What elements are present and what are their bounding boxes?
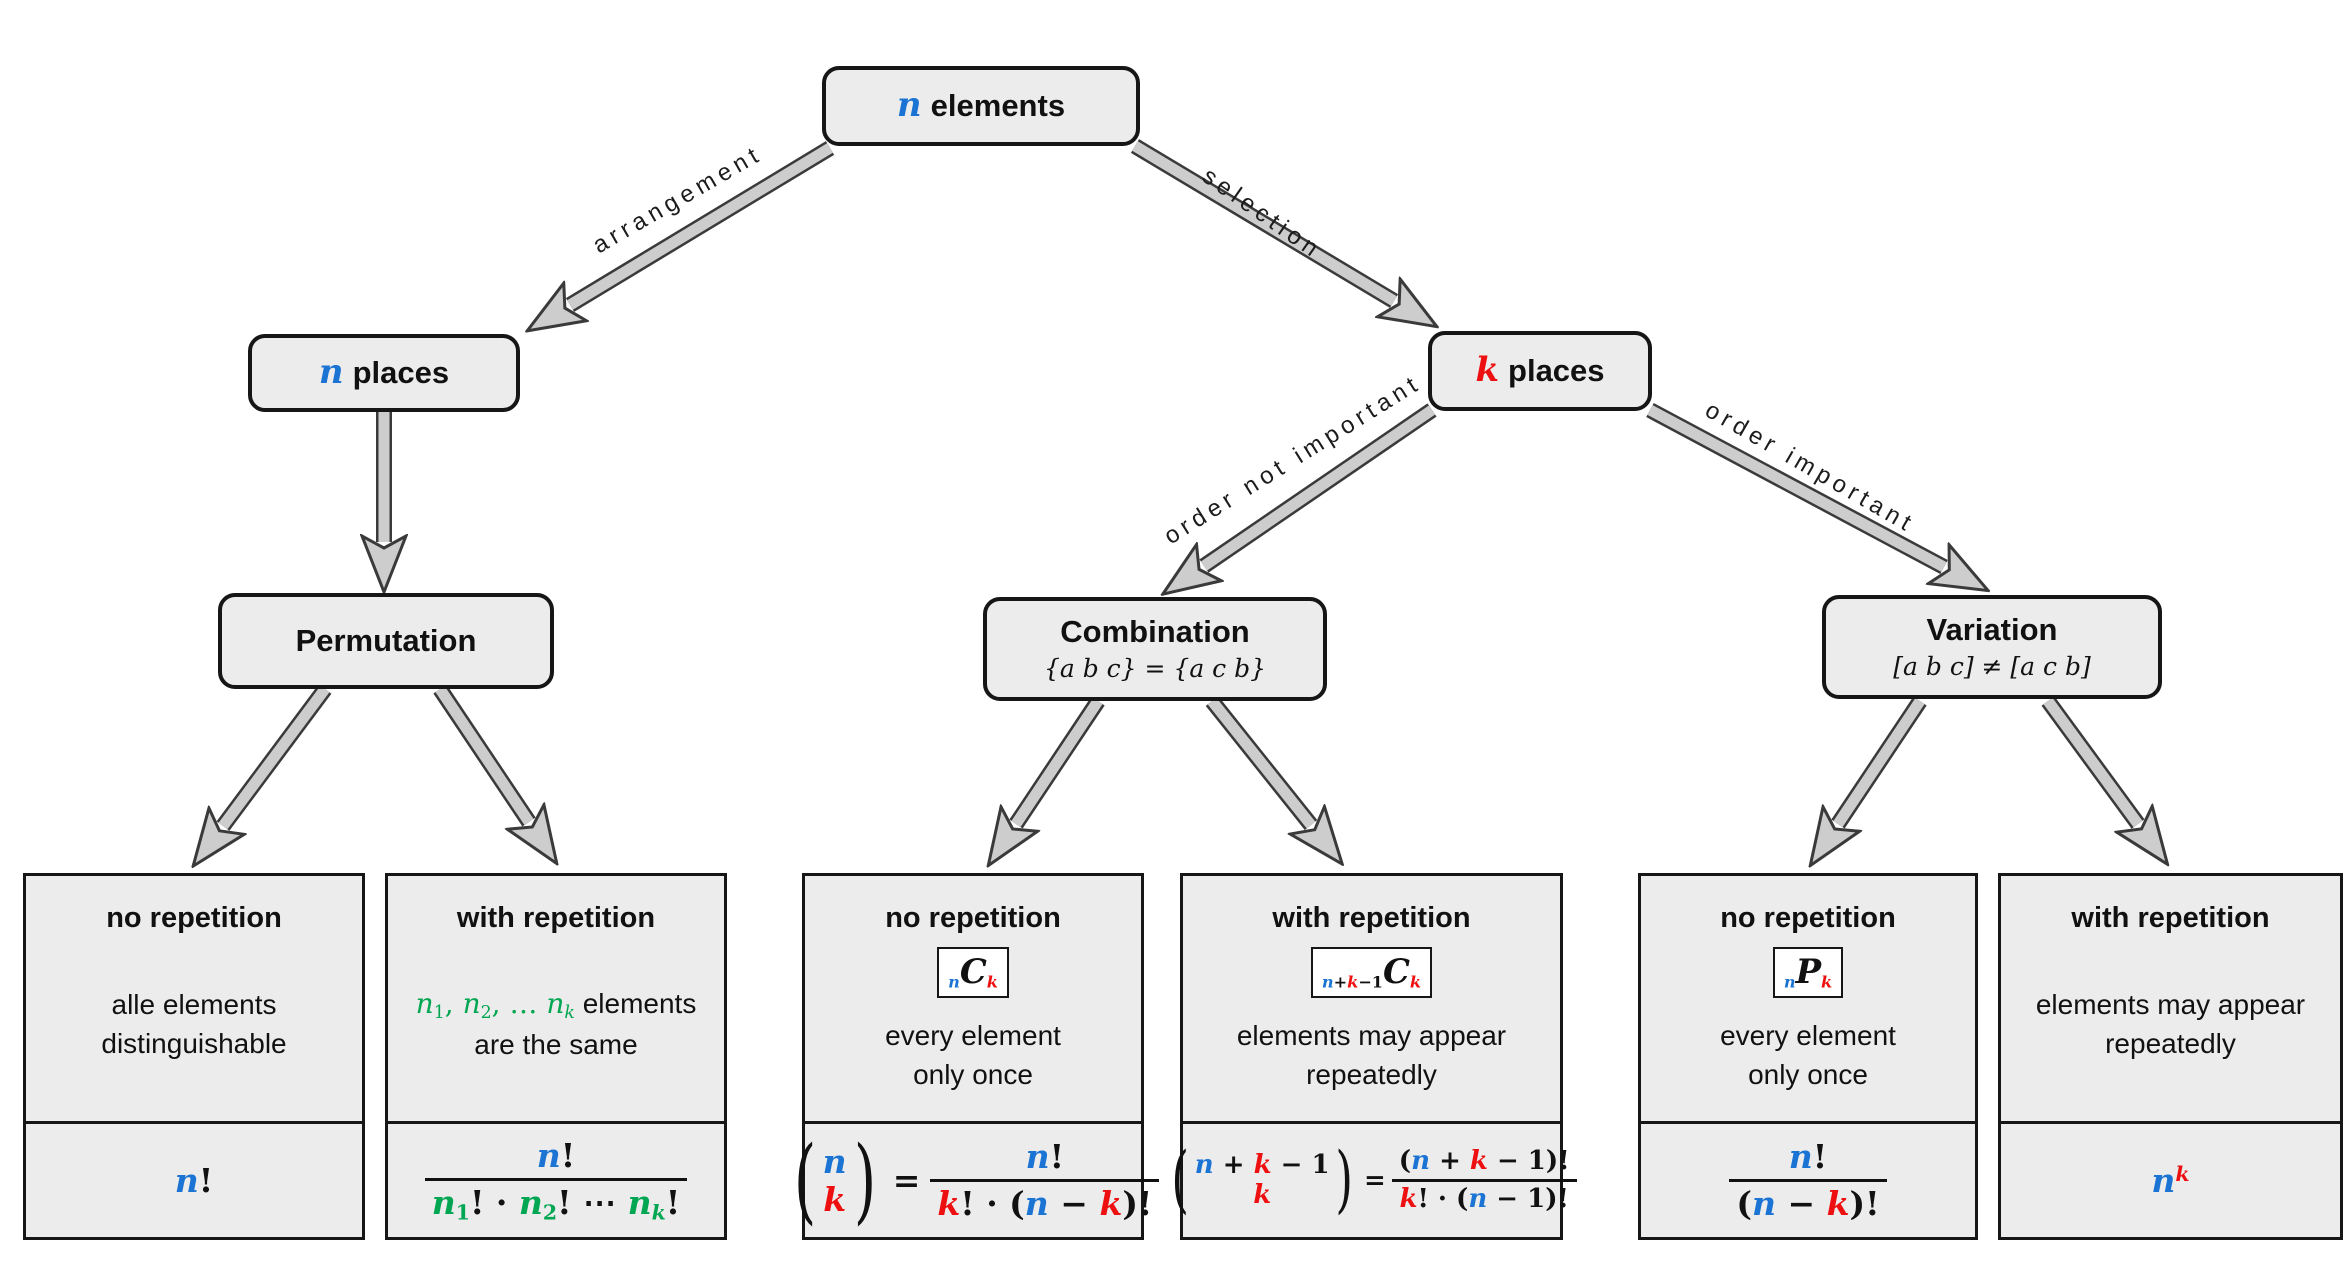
leaf-description: every element only once (885, 998, 1061, 1121)
left-paren: ( (793, 1125, 816, 1234)
arrow-variation-no-repetition (1838, 696, 1927, 824)
math-var-k: k (1475, 350, 1500, 391)
math-var-n: n (318, 352, 344, 393)
desc-line: every element (1720, 1020, 1896, 1052)
leaf-title: with repetition (2071, 902, 2270, 934)
node-title: Permutation (295, 622, 477, 658)
arrow-order-not-important (1204, 403, 1437, 566)
numerator: n! (1788, 1137, 1828, 1177)
desc-line: only once (913, 1059, 1033, 1091)
node-subtitle: [a b c] ≠ [a c b] (1893, 651, 2091, 681)
desc-line: alle elements (111, 988, 277, 1020)
equals-sign: = (892, 1161, 921, 1200)
right-paren: ) (853, 1125, 876, 1234)
equals-sign: = (1364, 1165, 1386, 1196)
fraction: n! n1! · n2! ⋯ nk! (424, 1136, 688, 1225)
arrow-permutation-with-repetition (433, 684, 529, 822)
arrow-permutation-no-repetition (223, 684, 332, 826)
leaf-description: n1, n2, … nk elements are the same (416, 935, 697, 1121)
arrow-combination-no-repetition (1016, 696, 1105, 824)
binomial: ( n + k − 1 k ) (1171, 1137, 1353, 1223)
leaf-formula: n! (26, 1121, 362, 1237)
arrow-arrangement (570, 141, 835, 305)
denominator: k! · (n − 1)! (1399, 1184, 1569, 1214)
desc-line: repeatedly (2105, 1028, 2236, 1059)
denominator: (n − k)! (1736, 1184, 1880, 1223)
leaf-variation-with-repetition: with repetition elements may appear repe… (1998, 873, 2343, 1240)
fraction: n! k! · (n − k)! (930, 1137, 1160, 1223)
leaf-formula: n! (n − k)! (1641, 1121, 1975, 1237)
fraction-bar (424, 1177, 688, 1181)
fraction: (n + k − 1)! k! · (n − 1)! (1391, 1145, 1577, 1215)
desc-line: only once (1748, 1059, 1868, 1091)
denominator: k! · (n − k)! (937, 1184, 1153, 1223)
leaf-description: every element only once (1720, 998, 1896, 1121)
leaf-permutation-no-repetition: no repetition alle elements distinguisha… (23, 873, 365, 1240)
leaf-description: alle elements distinguishable (101, 935, 286, 1121)
desc-line: elements may appear (1236, 1020, 1507, 1052)
desc-line: elements may appear (2035, 988, 2306, 1020)
fraction-bar (930, 1179, 1160, 1182)
node-label: places (352, 355, 450, 391)
desc-line: are the same (474, 1028, 638, 1060)
denominator: n1! · n2! ⋯ nk! (431, 1182, 681, 1225)
leaf-title: no repetition (885, 902, 1061, 934)
leaf-formula: nk (2001, 1121, 2340, 1237)
right-paren: ) (1334, 1137, 1353, 1223)
node-label: places (1508, 353, 1605, 389)
node-permutation: Permutation (218, 593, 554, 689)
leaf-combination-no-repetition: no repetition nCk every element only onc… (793, 873, 1160, 1240)
leaf-description: elements may appear repeatedly (1237, 998, 1506, 1121)
node-label: elements (930, 88, 1066, 124)
notation-badge-n+k-1Ck: n+k−1Ck (1310, 947, 1433, 998)
leaf-combination-with-repetition: with repetition n+k−1Ck elements may app… (1172, 873, 1577, 1240)
formula: nk (2151, 1161, 2190, 1200)
arrow-combination-with-repetition (1205, 696, 1311, 825)
leaf-description: elements may appear repeatedly (2036, 935, 2305, 1121)
desc-line: every element (885, 1020, 1061, 1052)
leaf-permutation-with-repetition: with repetition n1, n2, … nk elements ar… (385, 873, 727, 1240)
node-subtitle: {a b c} = {a c b} (1043, 653, 1267, 683)
left-paren: ( (1171, 1137, 1190, 1223)
arrow-variation-with-repetition (2041, 696, 2138, 824)
fraction-bar (1391, 1179, 1577, 1182)
leaf-title: with repetition (456, 902, 656, 934)
fraction-bar (1729, 1179, 1887, 1182)
notation-badge-nPk: nPk (1772, 947, 1844, 998)
notation-badge-nCk: nCk (937, 947, 1009, 998)
node-title: Variation (1926, 612, 2058, 648)
numerator: (n + k − 1)! (1398, 1145, 1570, 1176)
leaf-title: no repetition (1720, 902, 1896, 934)
formula: n! (174, 1161, 214, 1200)
desc-line: repeatedly (1306, 1059, 1437, 1091)
numerator: n! (1025, 1137, 1065, 1177)
leaf-formula: ( n k ) = n! k! · (n − k)! (793, 1121, 1160, 1237)
leaf-formula: n! n1! · n2! ⋯ nk! (388, 1121, 724, 1237)
desc-line: n1, n2, … nk elements (415, 986, 697, 1023)
math-var-n: n (896, 85, 922, 126)
leaf-title: with repetition (1272, 902, 1471, 934)
leaf-variation-no-repetition: no repetition nPk every element only onc… (1638, 873, 1978, 1240)
node-title: Combination (1060, 614, 1250, 650)
arrow-order-important (1646, 402, 1944, 567)
fraction: n! (n − k)! (1729, 1137, 1887, 1223)
numerator: n! (536, 1136, 576, 1176)
binomial: ( n k ) (793, 1125, 876, 1234)
node-variation: Variation [a b c] ≠ [a c b] (1822, 595, 2162, 699)
leaf-formula: ( n + k − 1 k ) = (n + k − 1)! k! · (n −… (1172, 1121, 1577, 1237)
leaf-title: no repetition (106, 902, 282, 934)
desc-line: distinguishable (101, 1028, 287, 1059)
arrow-selection (1130, 139, 1394, 301)
node-combination: Combination {a b c} = {a c b} (983, 597, 1327, 701)
